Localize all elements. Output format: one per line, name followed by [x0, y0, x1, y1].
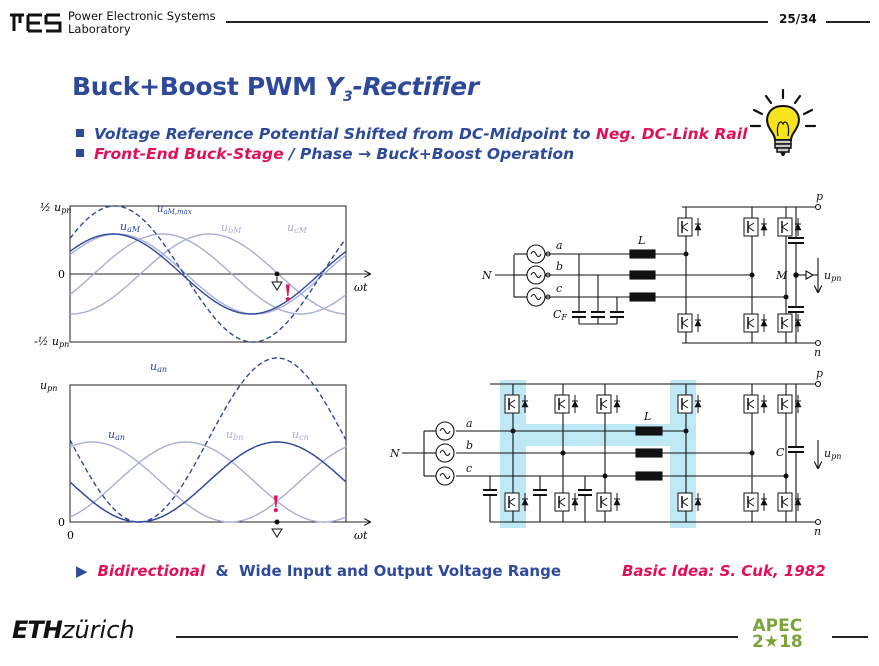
slide-title: Buck+Boost PWM Y3-Rectifier: [72, 72, 479, 105]
title-main: Buck+Boost PWM: [72, 72, 326, 101]
ground-icon: [271, 281, 283, 291]
lab-name: Power Electronic Systems Laboratory: [68, 10, 216, 36]
footer-bidirectional: Bidirectional: [97, 562, 206, 580]
wave-uan: [69, 441, 347, 523]
label-ubM: ubM: [221, 221, 242, 235]
label-ucn: ucn: [292, 428, 309, 442]
circuit-top-labels: p n N M L CF a b c upn: [481, 190, 841, 359]
eth-logo-rest: zürich: [61, 616, 135, 644]
wave-extra: [69, 441, 347, 523]
label-uan-dash: uan: [150, 360, 167, 374]
footer-note: ▶ Bidirectional & Wide Input and Output V…: [76, 562, 561, 580]
node-b: b: [466, 439, 473, 452]
header-rule-right: [826, 21, 870, 23]
wave-ucn: [69, 441, 347, 523]
bullet-square-icon: [76, 149, 84, 157]
plot-top-dot: [274, 271, 280, 277]
circuit-top: [495, 203, 821, 347]
apec-logo-line1: APEC: [752, 616, 803, 636]
circuit-bottom-labels: p n N L C a b c upn: [389, 367, 841, 538]
title-y: Y: [325, 72, 343, 101]
inductor-L-label: L: [643, 410, 651, 423]
eth-logo-bold: ETH: [12, 616, 63, 644]
bullet-item: Front-End Buck-Stage / Phase → Buck+Boos…: [76, 144, 747, 164]
bullet-square-icon: [76, 129, 84, 137]
plot-top-ytop-label: ½ upn: [40, 201, 72, 215]
triangle-arrow-icon: ▶: [76, 562, 88, 580]
node-N: N: [389, 447, 400, 460]
title-rest: -Rectifier: [352, 72, 479, 101]
eth-logo: ETHzürich: [12, 616, 135, 644]
label-uaM: uaM: [120, 220, 141, 234]
lab-name-line2: Laboratory: [68, 22, 131, 36]
lightbulb-icon: [748, 88, 818, 164]
plot-bottom-ytop-label: upn: [40, 379, 57, 393]
plot-bottom-frame: [69, 384, 347, 523]
bullet-highlight: Neg. DC-Link Rail: [595, 125, 748, 143]
upn-label: upn: [824, 447, 841, 461]
footer-rule: [176, 636, 738, 638]
bullet-text: / Phase → Buck+Boost Operation: [283, 145, 575, 163]
ground-icon: [271, 528, 283, 538]
plot-top-yzero-label: 0: [58, 268, 65, 281]
footer-amp: &: [205, 562, 240, 580]
exclaim-bottom: !: [271, 492, 281, 518]
node-c: c: [556, 282, 562, 295]
footer-basic-idea: Basic Idea: S. Cuk, 1982: [622, 562, 826, 580]
plot-bottom-yzero-label: 0: [58, 516, 65, 529]
footer-range: Wide Input and Output Voltage Range: [239, 562, 561, 580]
node-n: n: [814, 525, 821, 538]
capacitor-C-label: C: [776, 446, 785, 459]
title-y-sub: 3: [342, 89, 353, 105]
inductor-L-label: L: [637, 234, 645, 247]
header-rule: [226, 21, 768, 23]
plot-bottom: upn 0 0 ωt uan uan ubn ucn !: [40, 357, 370, 542]
exclaim-top: !: [283, 281, 293, 307]
circuit-bottom: [402, 380, 821, 526]
label-uaMmax: uaM,max: [157, 204, 192, 216]
bullet-text: Voltage Reference Potential Shifted from…: [94, 125, 596, 143]
wave-uaMmax: [69, 205, 347, 343]
label-uan: uan: [108, 428, 125, 442]
plot-top-x-label: ωt: [354, 281, 368, 294]
node-N: N: [481, 269, 492, 282]
node-a: a: [466, 417, 473, 430]
node-M: M: [775, 269, 788, 282]
ac-source-icons: [424, 421, 455, 486]
node-b: b: [556, 260, 563, 273]
bullet-item: Voltage Reference Potential Shifted from…: [76, 124, 747, 144]
plot-bottom-x-label: ωt: [354, 529, 368, 542]
label-ucM: ucM: [287, 221, 308, 235]
wave-uaM: [69, 233, 347, 315]
capacitor-CF-label: CF: [553, 308, 567, 322]
label-ubn: ubn: [226, 428, 243, 442]
plot-bottom-xzero-label: 0: [67, 529, 74, 542]
footer-rule-right: [832, 636, 868, 638]
bullet-highlight: Front-End Buck-Stage: [94, 145, 284, 163]
node-p: p: [816, 190, 823, 203]
node-a: a: [556, 239, 563, 252]
node-p: p: [816, 367, 823, 380]
upn-label: upn: [824, 269, 841, 283]
plot-top-ybot-label: -½ upn: [34, 335, 69, 349]
apec-logo-line2: 2★18: [752, 632, 803, 652]
lab-name-line1: Power Electronic Systems: [68, 9, 216, 23]
plot-bottom-dot: [274, 519, 280, 525]
wave-ucM: [70, 233, 347, 315]
ac-source-icons: [514, 244, 551, 307]
bullet-list: Voltage Reference Potential Shifted from…: [76, 124, 747, 164]
apec-logo: APEC 2★18: [752, 616, 803, 652]
page-number: 25/34: [779, 12, 817, 26]
wave-extra: [69, 233, 347, 315]
node-n: n: [814, 346, 821, 359]
node-c: c: [466, 462, 472, 475]
top-bridge-legs: [677, 207, 802, 343]
plot-top: ½ upn 0 -½ upn ωt uaM uaM,max ubM ucM !: [34, 201, 370, 349]
wave-uan-dash: [69, 357, 347, 523]
pes-logo: [8, 12, 62, 38]
